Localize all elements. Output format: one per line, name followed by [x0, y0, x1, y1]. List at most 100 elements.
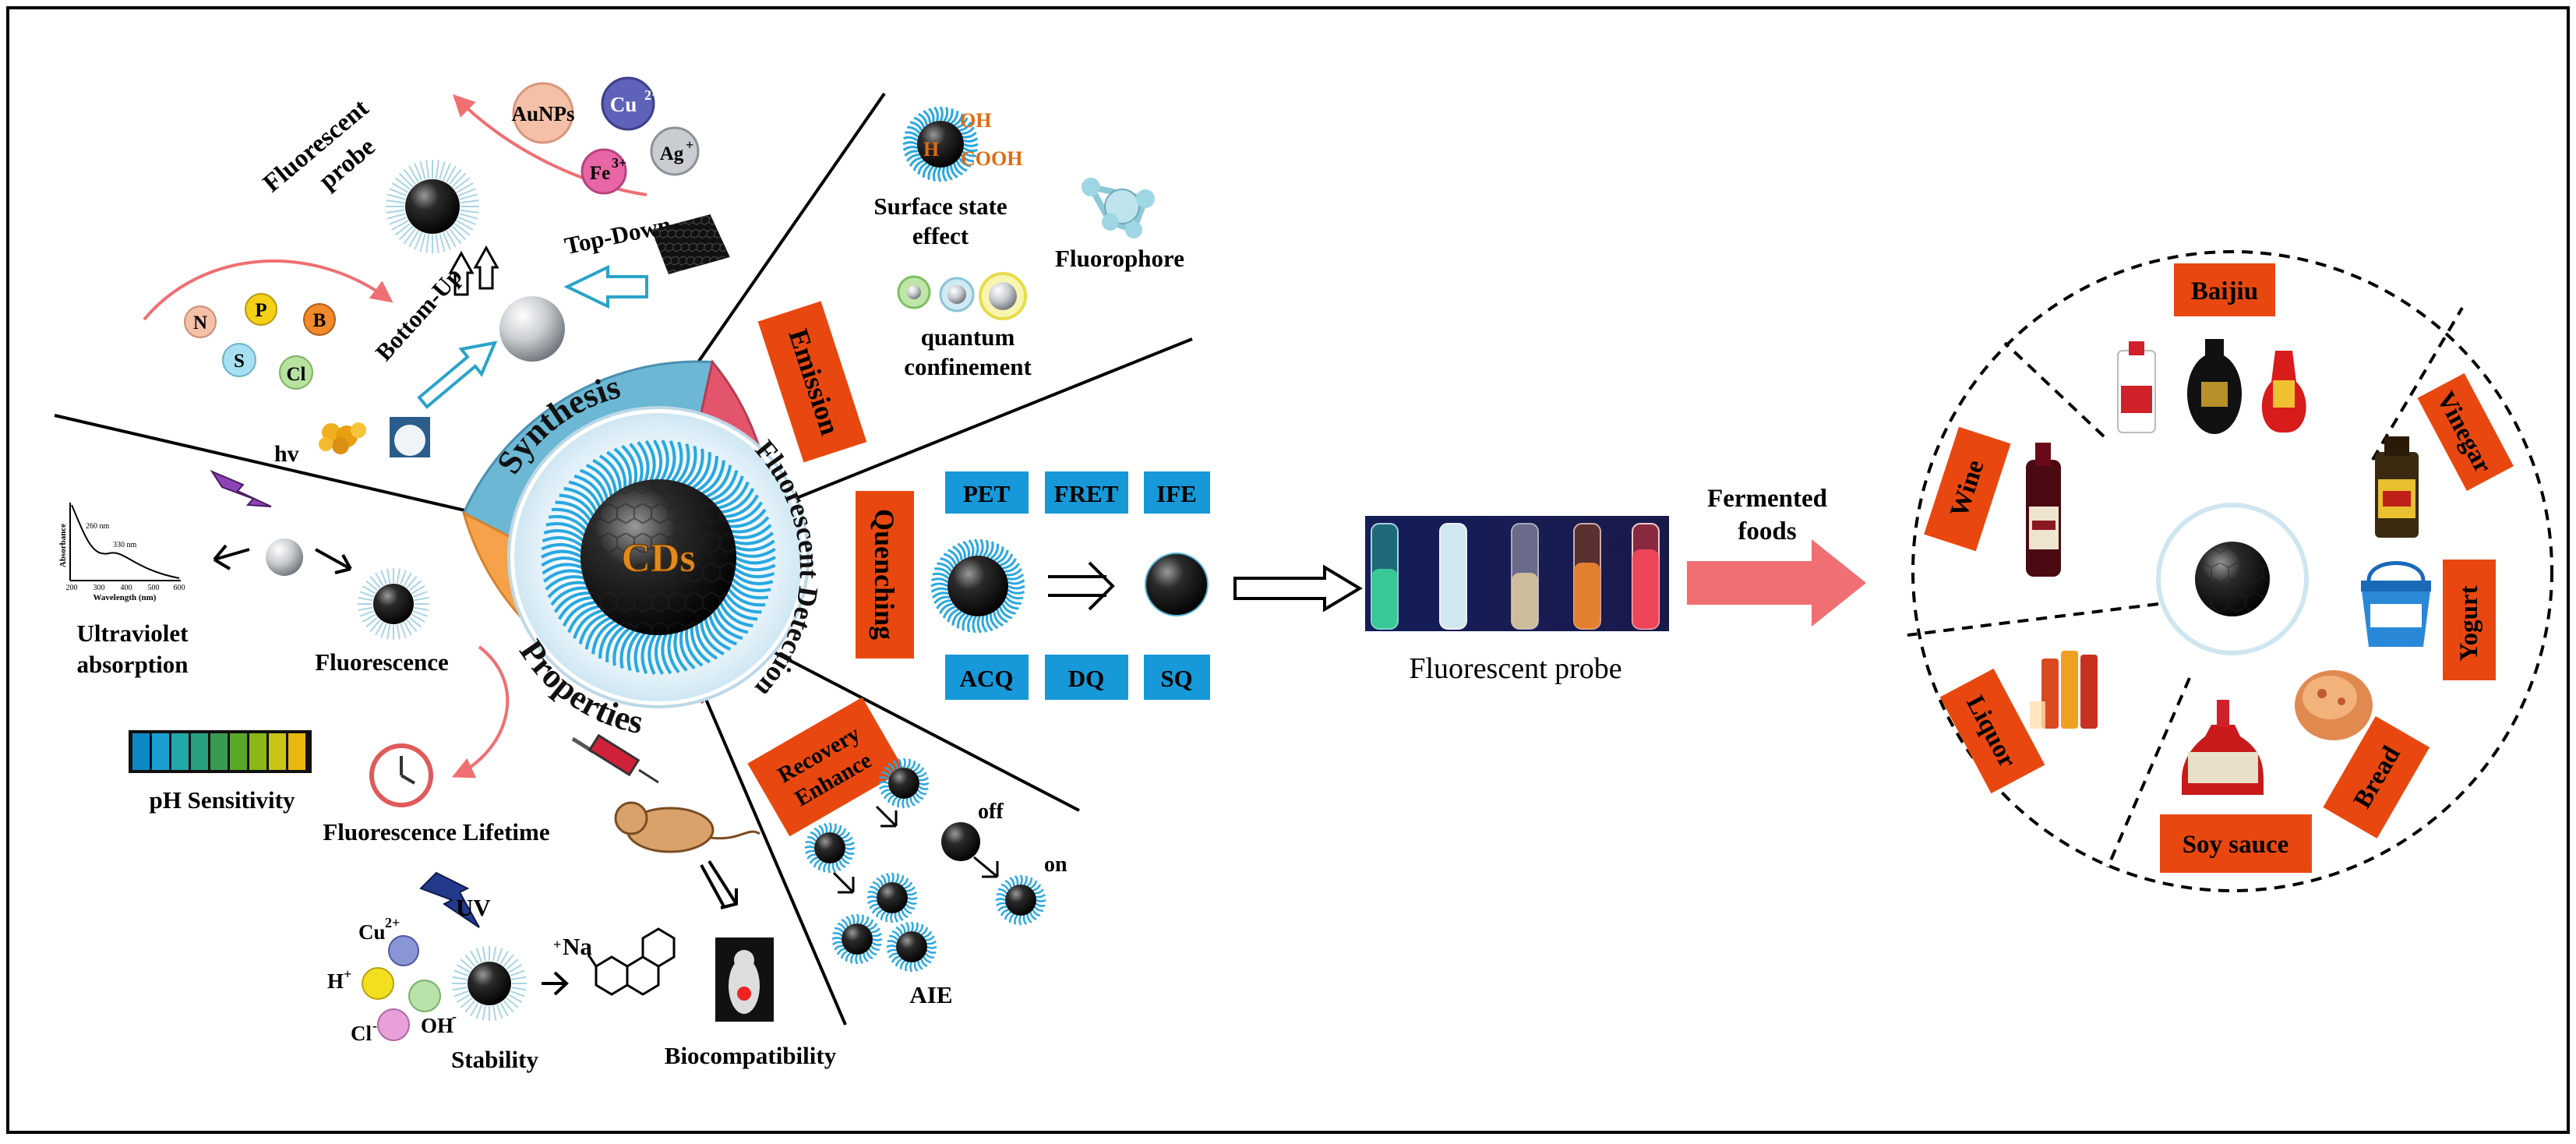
ray — [654, 632, 664, 675]
ray — [880, 789, 891, 795]
ray — [563, 486, 598, 514]
ray — [414, 597, 429, 602]
ray — [722, 596, 758, 621]
ray — [1036, 899, 1046, 902]
ray — [958, 157, 972, 168]
ray — [1036, 893, 1046, 899]
surface-state-label-1: Surface state — [873, 192, 1007, 220]
ray — [917, 924, 924, 934]
fret-badge — [1045, 471, 1128, 514]
ray — [807, 835, 817, 842]
ray — [891, 796, 898, 806]
on-label: on — [1044, 853, 1067, 877]
ray — [542, 563, 584, 575]
ray — [708, 613, 738, 646]
quantum-label-2: confinement — [904, 353, 1032, 380]
ray — [592, 458, 618, 494]
ray — [637, 441, 650, 483]
ray — [805, 849, 815, 855]
dopant-arc-arrow — [143, 259, 393, 321]
ray — [482, 946, 486, 962]
arrow-to-fluorescence — [315, 548, 352, 574]
ray — [708, 470, 739, 503]
ray — [386, 193, 406, 200]
wine-badge — [1924, 426, 2011, 552]
arrow-to-foods — [1687, 539, 1866, 627]
ray — [573, 609, 605, 639]
ray — [411, 585, 425, 595]
ray — [380, 570, 387, 584]
ray — [1003, 599, 1019, 610]
ray — [369, 620, 381, 632]
aie-dot — [1005, 884, 1036, 916]
ray — [931, 591, 949, 599]
ray — [545, 521, 587, 538]
fluorescence-lifetime-label: Fluorescence Lifetime — [323, 818, 549, 846]
ray — [621, 444, 638, 485]
ray — [543, 529, 585, 543]
ray — [400, 570, 407, 584]
ray — [1000, 883, 1010, 892]
ray — [375, 621, 384, 636]
ray — [916, 767, 925, 775]
ray — [923, 110, 931, 124]
ray — [902, 141, 918, 146]
ray — [904, 150, 919, 157]
mouse-imaging-photo — [715, 937, 774, 1022]
fluorescence-dot-rays — [358, 568, 429, 640]
ray — [993, 546, 1004, 562]
citric-acid-crystals — [319, 422, 366, 454]
ray — [894, 913, 899, 923]
h-ion-charge: + — [344, 966, 351, 982]
ray — [897, 797, 902, 808]
ray — [439, 161, 446, 180]
ray — [890, 913, 894, 923]
ray — [619, 628, 637, 669]
ray — [732, 531, 775, 546]
ray — [510, 969, 525, 977]
ray — [492, 946, 497, 962]
spectrum-ylabel: Absorbance — [58, 524, 68, 567]
ray — [907, 896, 918, 900]
ray — [942, 606, 956, 619]
ray — [453, 177, 471, 190]
ray — [1000, 553, 1014, 567]
foods-dividers — [1907, 306, 2464, 868]
aie-dots — [804, 757, 1046, 973]
ray — [406, 576, 418, 588]
ray — [470, 1002, 479, 1017]
ray — [909, 157, 922, 167]
ray — [998, 888, 1007, 895]
ray — [414, 163, 423, 182]
ray — [1000, 909, 1009, 916]
arrow-to-off — [875, 805, 898, 828]
ray — [578, 612, 609, 644]
oh-ion-charge: - — [452, 1008, 457, 1024]
oh-group-label: OH — [960, 109, 991, 132]
ray — [629, 443, 644, 484]
ray — [832, 941, 842, 946]
ray — [886, 945, 897, 948]
ray — [917, 789, 926, 796]
ray — [804, 846, 815, 849]
ray — [901, 909, 909, 919]
ray — [959, 122, 972, 132]
ray — [449, 168, 462, 185]
ray — [464, 1000, 476, 1013]
foods-outer-circle — [1911, 250, 2553, 892]
aie-dot — [896, 931, 927, 962]
ray — [898, 911, 904, 921]
ray — [960, 154, 974, 163]
ray — [870, 885, 879, 892]
ray — [553, 591, 591, 613]
ray — [460, 959, 473, 970]
ray — [626, 630, 641, 672]
acq-label: ACQ — [960, 665, 1014, 692]
ray — [508, 964, 523, 973]
ray — [961, 126, 975, 135]
uv-absorption-label-2: absorption — [77, 651, 189, 678]
ray — [612, 627, 631, 666]
ray — [867, 891, 878, 895]
ray — [419, 161, 426, 180]
ray — [926, 949, 937, 954]
